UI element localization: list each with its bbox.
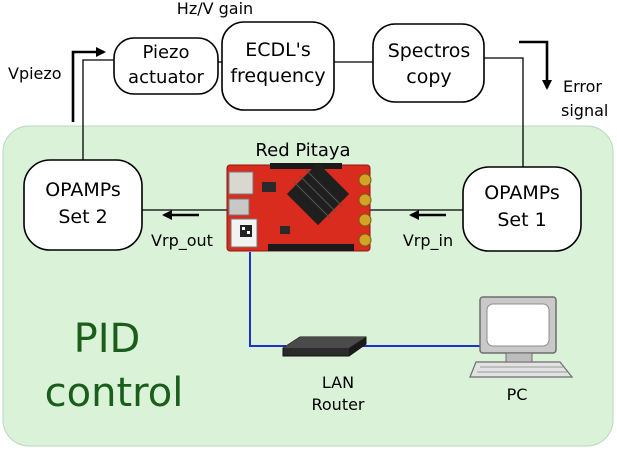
red-pitaya-label: Red Pitaya [255, 140, 350, 161]
router-label-1: LAN [322, 373, 354, 392]
ecdl-label-1: ECDL's [245, 39, 311, 61]
opamps2-label-1: OPAMPs [45, 179, 121, 201]
pc-label: PC [507, 385, 528, 404]
router-label-2: Router [311, 395, 364, 414]
lan-router-icon [282, 336, 367, 357]
ecdl-frequency-box [221, 21, 335, 111]
vrp-in-label: Vrp_in [403, 231, 453, 251]
opamps1-label-1: OPAMPs [484, 182, 560, 204]
piezo-actuator-box [113, 37, 219, 95]
error-signal-arrow [519, 40, 552, 90]
error-label-2: signal [561, 101, 608, 120]
pid-control-region [2, 125, 614, 447]
vpiezo-label: Vpiezo [8, 64, 62, 83]
spectroscopy-label-2: copy [406, 66, 451, 88]
spectroscopy-opamps1-link [484, 57, 524, 167]
gain-label: Hz/V gain [177, 0, 253, 18]
lan-cable-redpitaya [249, 252, 286, 347]
opamps2-piezo-link [82, 59, 114, 160]
piezo-label-1: Piezo [143, 42, 190, 63]
opamps-set1-box [462, 166, 582, 252]
vpiezo-arrow [71, 47, 106, 122]
spectroscopy-box [372, 23, 485, 103]
pid-label-2: control [45, 370, 184, 416]
ecdl-label-2: frequency [230, 65, 325, 87]
error-label-1: Error [563, 77, 602, 96]
piezo-label-2: actuator [128, 67, 204, 88]
opamps-set2-box [23, 159, 143, 251]
spectroscopy-label-1: Spectros [388, 40, 471, 62]
opamps2-label-2: Set 2 [58, 206, 107, 228]
desktop-computer-icon [469, 296, 574, 378]
opamps1-label-2: Set 1 [497, 209, 546, 231]
vrp-out-label: Vrp_out [151, 231, 213, 251]
red-pitaya-board-icon [226, 162, 372, 252]
pid-label-1: PID [74, 316, 141, 362]
